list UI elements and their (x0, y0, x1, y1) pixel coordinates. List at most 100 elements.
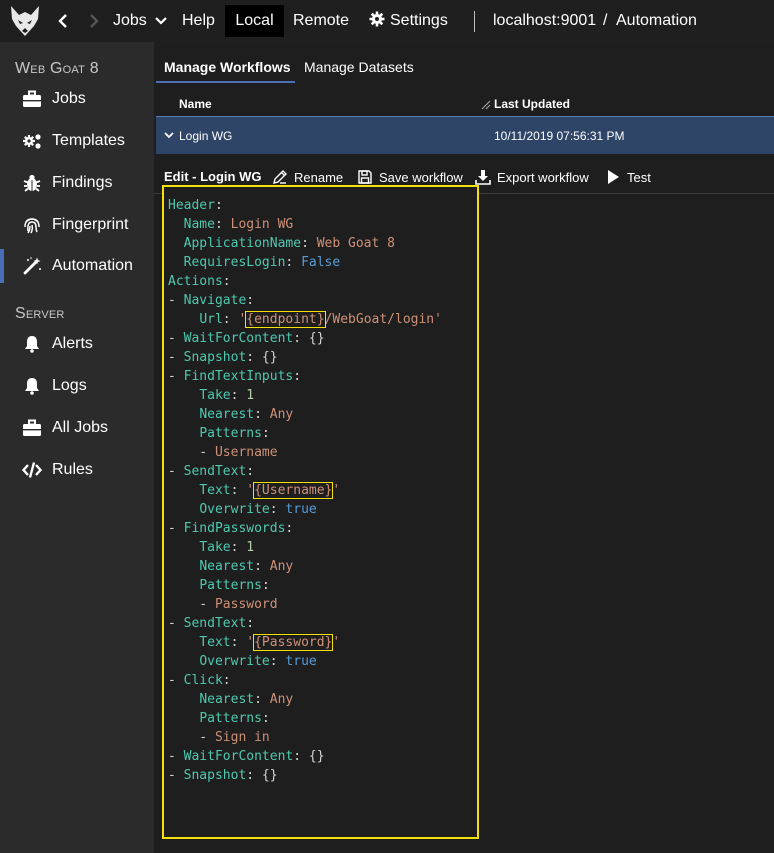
sidebar-item-findings[interactable]: Findings (0, 166, 154, 200)
menu-local[interactable]: Local (225, 5, 284, 37)
code-line: Overwrite: true (168, 500, 442, 519)
save-workflow-label: Save workflow (379, 170, 463, 185)
code-token (168, 559, 199, 574)
code-token: : (285, 521, 294, 536)
code-token (168, 407, 199, 422)
sidebar-item-label: Templates (52, 132, 125, 149)
code-token: - (168, 749, 184, 764)
code-token (168, 217, 184, 232)
tab-manage-datasets[interactable]: Manage Datasets (304, 59, 414, 75)
active-tab-indicator (156, 81, 295, 83)
code-token: : (214, 217, 231, 232)
code-token: Header (168, 198, 215, 213)
tab-manage-workflows[interactable]: Manage Workflows (164, 59, 291, 75)
sidebar-item-label: Rules (52, 461, 93, 478)
code-token: Navigate (183, 293, 247, 308)
code-token: Password (214, 597, 278, 612)
sidebar-item-jobs[interactable]: Jobs (0, 82, 154, 116)
code-line: - SendText: (168, 614, 442, 633)
code-line: Patterns: (168, 424, 442, 443)
column-header-last-updated[interactable]: Last Updated (494, 97, 571, 111)
code-token (168, 483, 199, 498)
sidebar-item-all-jobs[interactable]: All Jobs (0, 411, 154, 445)
export-workflow-button[interactable]: Export workflow (475, 168, 595, 188)
placeholder-token: {Password} (253, 634, 334, 651)
code-line: - SendText: (168, 462, 442, 481)
yaml-editor[interactable]: Header: Name: Login WG ApplicationName: … (162, 185, 479, 839)
code-token: FindTextInputs (183, 369, 294, 384)
code-line: - Snapshot: {} (168, 766, 442, 785)
code-token: Any (269, 559, 294, 574)
code-token: Web Goat 8 (316, 236, 395, 251)
code-token: Patterns (199, 426, 262, 441)
code-token: - (168, 730, 215, 745)
code-line: - Sign in (168, 728, 442, 747)
back-icon[interactable] (55, 0, 71, 42)
menu-settings-label: Settings (390, 12, 448, 29)
code-token: : (230, 483, 247, 498)
wolf-logo-icon[interactable] (8, 4, 42, 38)
code-line: Patterns: (168, 709, 442, 728)
rename-button[interactable]: Rename (272, 168, 350, 188)
code-token (168, 692, 199, 707)
code-token: Snapshot (183, 350, 247, 365)
code-token: - (168, 521, 184, 536)
sidebar-item-label: Jobs (52, 90, 86, 107)
column-header-name[interactable]: Name (179, 97, 212, 111)
code-token: 1 (246, 388, 255, 403)
sidebar-item-label: Findings (52, 174, 113, 191)
code-token: False (301, 255, 341, 270)
code-token: - (168, 768, 184, 783)
code-token: ApplicationName (183, 236, 302, 251)
code-token: : (254, 559, 270, 574)
main-panel: Manage Workflows Manage Datasets Name La… (154, 42, 774, 853)
forward-icon[interactable] (86, 0, 102, 42)
bell-icon (25, 336, 39, 353)
code-token: - (168, 616, 184, 631)
sidebar-item-rules[interactable]: Rules (0, 453, 154, 487)
sidebar-item-templates[interactable]: Templates (0, 124, 154, 158)
rename-label: Rename (294, 170, 344, 185)
sidebar-item-automation[interactable]: Automation (0, 249, 154, 283)
chevron-down-icon[interactable] (163, 129, 175, 141)
placeholder-token: {Username} (253, 482, 334, 499)
code-token: Nearest (199, 559, 255, 574)
sidebar-item-logs[interactable]: Logs (0, 369, 154, 403)
code-token: : (269, 654, 286, 669)
code-token: : (222, 312, 239, 327)
code-token: /WebGoat/login' (324, 312, 442, 327)
code-line: Header: (168, 196, 442, 215)
code-token: : (254, 407, 270, 422)
breadcrumb-host[interactable]: localhost:9001 (493, 12, 597, 29)
briefcase-icon (23, 90, 41, 107)
code-line: - WaitForContent: {} (168, 329, 442, 348)
sidebar-item-fingerprint[interactable]: Fingerprint (0, 208, 154, 242)
code-token: : (222, 673, 231, 688)
column-resize-handle-icon[interactable] (481, 100, 491, 110)
menu-remote[interactable]: Remote (293, 12, 350, 29)
row-updated-cell: 10/11/2019 07:56:31 PM (494, 129, 625, 143)
code-token: WaitForContent (183, 749, 294, 764)
code-token: RequiresLogin (183, 255, 286, 270)
code-token: Click (183, 673, 223, 688)
menu-jobs[interactable]: Jobs (113, 0, 168, 42)
magic-wand-icon (23, 257, 41, 275)
code-line: - FindPasswords: (168, 519, 442, 538)
code-token: - (168, 464, 184, 479)
save-workflow-button[interactable]: Save workflow (357, 168, 465, 188)
table-row[interactable]: Login WG 10/11/2019 07:56:31 PM (156, 116, 774, 154)
menu-help[interactable]: Help (182, 12, 215, 29)
code-token: Name (183, 217, 215, 232)
code-token (168, 255, 184, 270)
sidebar-item-alerts[interactable]: Alerts (0, 327, 154, 361)
test-button[interactable]: Test (605, 168, 655, 188)
code-token (168, 312, 199, 327)
code-token: true (285, 654, 317, 669)
code-token: Take (199, 388, 231, 403)
code-token (168, 426, 199, 441)
code-token: ' (332, 635, 341, 650)
sidebar: Web Goat 8 Jobs Templates Findings Finge… (0, 42, 154, 853)
code-token: ' (246, 483, 255, 498)
code-token: Nearest (199, 692, 255, 707)
menu-settings[interactable]: Settings (369, 0, 448, 42)
